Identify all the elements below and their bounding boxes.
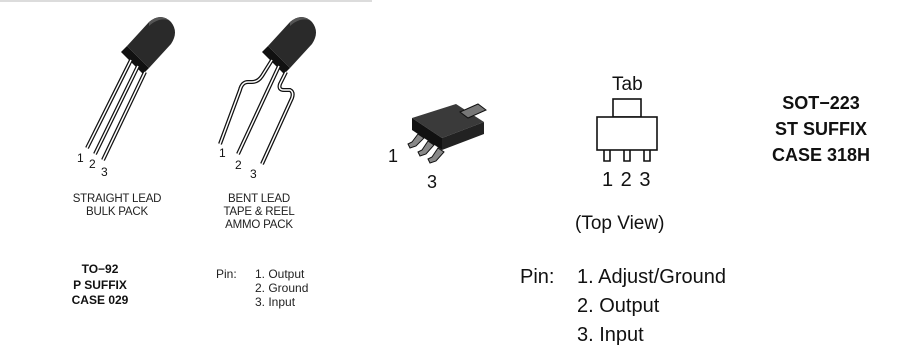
to92-pin-heading: Pin: xyxy=(216,267,237,281)
bent-pin-2: 2 xyxy=(235,158,242,172)
pin-item: 1. Adjust/Ground xyxy=(577,266,726,288)
top-view-pin-numbers: 1 2 3 xyxy=(602,169,652,191)
package-line: TO−92 xyxy=(81,262,119,276)
pin-item: 2. Ground xyxy=(255,281,309,295)
straight-pin-3: 3 xyxy=(101,165,108,179)
sot223-pin-1-label: 1 xyxy=(388,146,399,166)
sot223-package-drawing xyxy=(407,103,487,164)
to92-straight-lead-drawing xyxy=(85,17,175,161)
caption-line: BENT LEAD xyxy=(228,193,290,205)
straight-pin-2: 2 xyxy=(89,157,96,171)
pin-item: 2. Output xyxy=(577,295,660,317)
sot223-package-label: SOT−223 ST SUFFIX CASE 318H xyxy=(748,90,894,168)
package-line: ST SUFFIX xyxy=(774,119,867,139)
straight-pin-1: 1 xyxy=(77,151,84,165)
pin-item: 1. Output xyxy=(255,267,305,281)
to92-pin-list: 1. Output 2. Ground 3. Input xyxy=(255,267,308,309)
tab-label: Tab xyxy=(612,74,643,95)
caption-line: BULK PACK xyxy=(86,206,148,218)
package-line: P SUFFIX xyxy=(73,277,127,292)
to92-bent-lead-drawing xyxy=(218,17,316,165)
straight-lead-caption: STRAIGHT LEAD BULK PACK xyxy=(52,193,182,219)
pin-item: 3. Input xyxy=(255,295,296,309)
package-line: CASE 318H xyxy=(771,145,871,165)
top-divider xyxy=(0,0,372,2)
top-view-label: (Top View) xyxy=(575,213,665,234)
sot223-pin-3-label: 3 xyxy=(427,172,438,192)
pin-item: 3. Input xyxy=(577,324,644,346)
caption-line: TAPE & REEL xyxy=(223,206,295,218)
bent-pin-1: 1 xyxy=(219,146,226,160)
bent-pin-3: 3 xyxy=(250,167,257,181)
caption-line: STRAIGHT LEAD xyxy=(72,193,162,205)
bent-lead-caption: BENT LEAD TAPE & REEL AMMO PACK xyxy=(196,193,322,232)
package-line: SOT−223 xyxy=(782,93,860,113)
sot223-pin-heading: Pin: xyxy=(520,266,555,288)
sot223-pin-list: 1. Adjust/Ground 2. Output 3. Input xyxy=(577,263,726,350)
package-line: CASE 029 xyxy=(71,293,129,307)
caption-line: AMMO PACK xyxy=(225,219,293,231)
to92-package-label: TO−92 P SUFFIX CASE 029 xyxy=(50,262,150,309)
sot223-top-view-outline xyxy=(596,98,658,162)
